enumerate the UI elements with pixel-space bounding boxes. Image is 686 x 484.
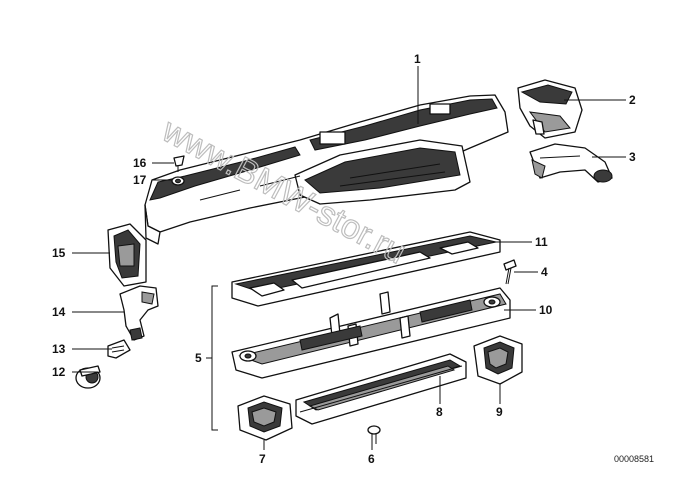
callout-16: 16: [133, 156, 147, 170]
callout-8: 8: [436, 405, 443, 419]
callout-13: 13: [52, 342, 66, 356]
callout-11: 11: [535, 235, 548, 249]
callout-5: 5: [195, 351, 202, 365]
part-12-grommet: [75, 365, 101, 389]
callout-1: 1: [414, 52, 421, 66]
callout-7: 7: [259, 452, 266, 466]
part-4-screw: [503, 259, 517, 285]
callout-4: 4: [541, 265, 548, 279]
part-9-grille-right: [473, 335, 523, 385]
part-6-screw: [367, 425, 381, 444]
group-bracket-5: [206, 285, 218, 431]
callout-15: 15: [52, 246, 66, 260]
part-2-duct-piece: [517, 79, 583, 139]
callout-10: 10: [539, 303, 553, 317]
callout-12: 12: [52, 365, 66, 379]
callout-2: 2: [629, 93, 636, 107]
part-16-clip: [173, 155, 185, 172]
part-10-frame: [231, 287, 511, 379]
part-7-grille-left: [237, 395, 293, 441]
leader-lines: [72, 66, 626, 450]
callout-6: 6: [368, 452, 375, 466]
reference-number: 00008581: [614, 454, 654, 464]
callout-3: 3: [629, 150, 636, 164]
part-13-clamp: [107, 339, 131, 359]
callout-9: 9: [496, 405, 503, 419]
part-1-air-duct: [144, 94, 509, 245]
part-17-nut: [171, 176, 185, 186]
part-3-elbow-hose: [529, 143, 613, 183]
part-11-gasket: [231, 231, 501, 307]
callout-14: 14: [52, 305, 66, 319]
callout-17: 17: [133, 173, 147, 187]
part-15-air-guide: [107, 223, 147, 287]
part-14-vent-hose: [119, 285, 159, 341]
part-8-long-vent: [295, 353, 467, 425]
